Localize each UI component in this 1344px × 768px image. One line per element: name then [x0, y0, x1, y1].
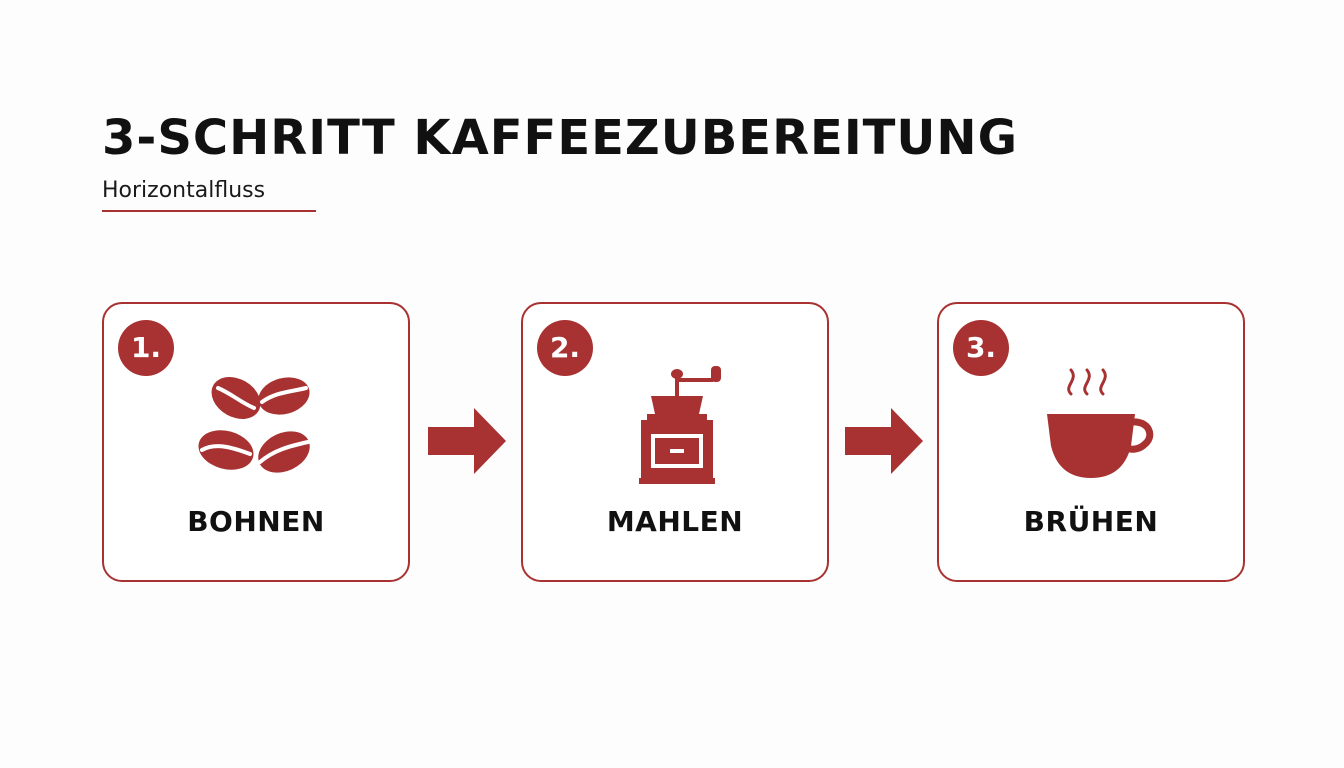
step-number-badge: 3. — [953, 320, 1009, 376]
step-card-bruehen: 3. BRÜHEN — [937, 302, 1245, 582]
step-card-mahlen: 2. MAHLEN — [521, 302, 829, 582]
coffee-cup-icon — [1027, 362, 1157, 492]
step-card-bohnen: 1. BOHNEN — [102, 302, 410, 582]
subtitle-underline — [102, 210, 316, 212]
flow-arrow-icon — [428, 406, 508, 476]
step-number-badge: 1. — [118, 320, 174, 376]
page-subtitle: Horizontalfluss — [102, 178, 266, 203]
flow-arrow-icon — [845, 406, 925, 476]
coffee-beans-icon — [192, 362, 322, 492]
step-number-badge: 2. — [537, 320, 593, 376]
step-label: BOHNEN — [187, 505, 325, 538]
coffee-grinder-icon — [611, 362, 741, 492]
page-title: 3-SCHRITT KAFFEEZUBEREITUNG — [102, 110, 1018, 166]
step-label: MAHLEN — [606, 505, 744, 538]
step-label: BRÜHEN — [1023, 505, 1159, 538]
